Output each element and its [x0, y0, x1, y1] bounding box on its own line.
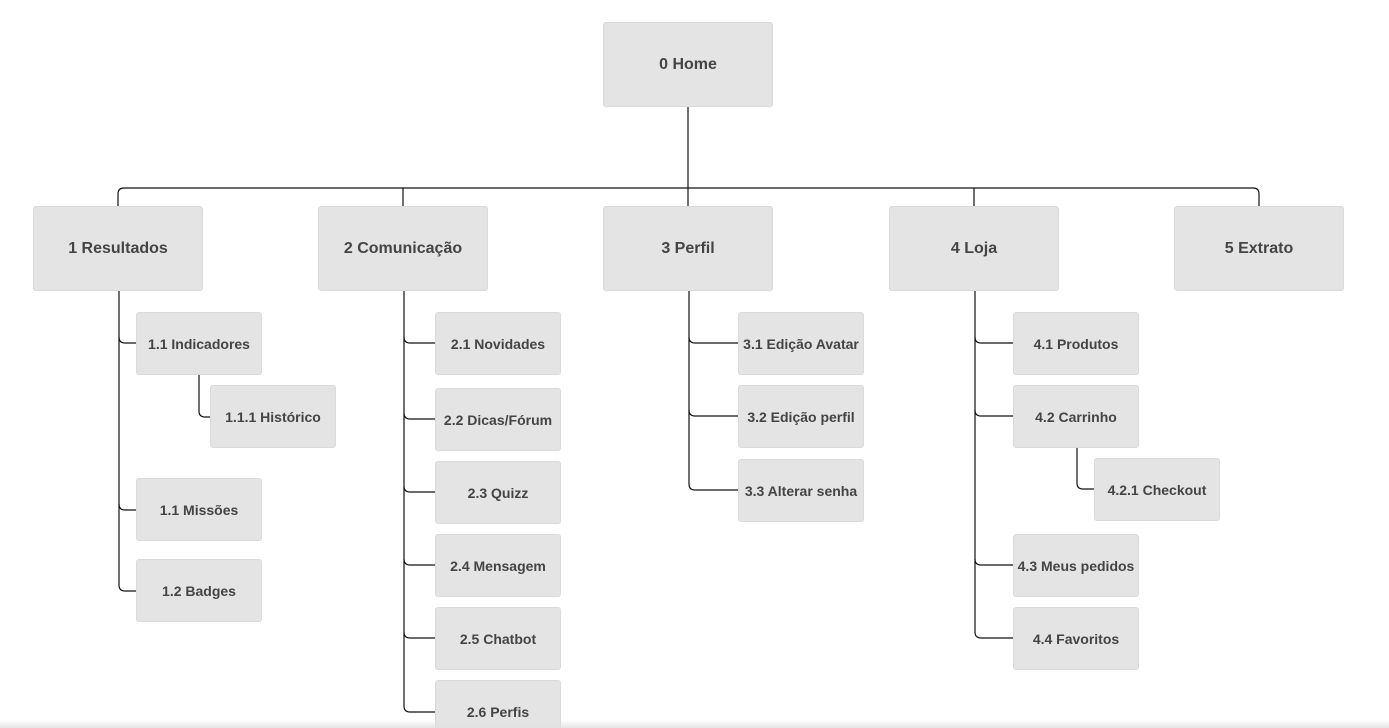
connector-carrinho-trunk: [1076, 447, 1095, 490]
connector-comunicacao-trunk: [403, 290, 436, 713]
node-missoes[interactable]: 1.1 Missões: [136, 478, 262, 541]
connector-to-produtos: [974, 336, 1014, 344]
connector-to-missoes: [118, 503, 137, 511]
connector-perfil-trunk: [688, 290, 739, 491]
node-edicao-perfil[interactable]: 3.2 Edição perfil: [738, 385, 864, 448]
node-produtos[interactable]: 4.1 Produtos: [1013, 312, 1139, 375]
node-comunicacao[interactable]: 2 Comunicação: [318, 206, 488, 291]
connector-to-quizz: [403, 485, 436, 493]
node-dicas-forum[interactable]: 2.2 Dicas/Fórum: [435, 388, 561, 451]
connector-to-novidades: [403, 336, 436, 344]
node-edicao-avatar[interactable]: 3.1 Edição Avatar: [738, 312, 864, 375]
connector-loja-trunk: [974, 290, 1014, 639]
connector-to-chatbot: [403, 631, 436, 639]
node-extrato[interactable]: 5 Extrato: [1174, 206, 1344, 291]
connector-indicadores-trunk: [198, 374, 211, 418]
bottom-edge-shadow: [0, 720, 1389, 728]
node-quizz[interactable]: 2.3 Quizz: [435, 461, 561, 524]
node-historico[interactable]: 1.1.1 Histórico: [210, 385, 336, 448]
connector-to-dicas: [403, 412, 436, 420]
node-favoritos[interactable]: 4.4 Favoritos: [1013, 607, 1139, 670]
connector-to-edicao-avatar: [688, 336, 739, 344]
node-indicadores[interactable]: 1.1 Indicadores: [136, 312, 262, 375]
connector-to-carrinho: [974, 409, 1014, 417]
node-chatbot[interactable]: 2.5 Chatbot: [435, 607, 561, 670]
node-loja[interactable]: 4 Loja: [889, 206, 1059, 291]
node-carrinho[interactable]: 4.2 Carrinho: [1013, 385, 1139, 448]
node-home[interactable]: 0 Home: [603, 22, 773, 107]
node-resultados[interactable]: 1 Resultados: [33, 206, 203, 291]
connector-to-meus-pedidos: [974, 558, 1014, 566]
node-perfil[interactable]: 3 Perfil: [603, 206, 773, 291]
node-meus-pedidos[interactable]: 4.3 Meus pedidos: [1013, 534, 1139, 597]
connector-to-mensagem: [403, 558, 436, 566]
node-alterar-senha[interactable]: 3.3 Alterar senha: [738, 459, 864, 522]
node-mensagem[interactable]: 2.4 Mensagem: [435, 534, 561, 597]
node-novidades[interactable]: 2.1 Novidades: [435, 312, 561, 375]
node-badges[interactable]: 1.2 Badges: [136, 559, 262, 622]
connector-resultados-trunk: [118, 290, 137, 592]
connector-to-edicao-perfil: [688, 409, 739, 417]
node-checkout[interactable]: 4.2.1 Checkout: [1094, 458, 1220, 521]
connector-to-indicadores: [118, 336, 137, 344]
